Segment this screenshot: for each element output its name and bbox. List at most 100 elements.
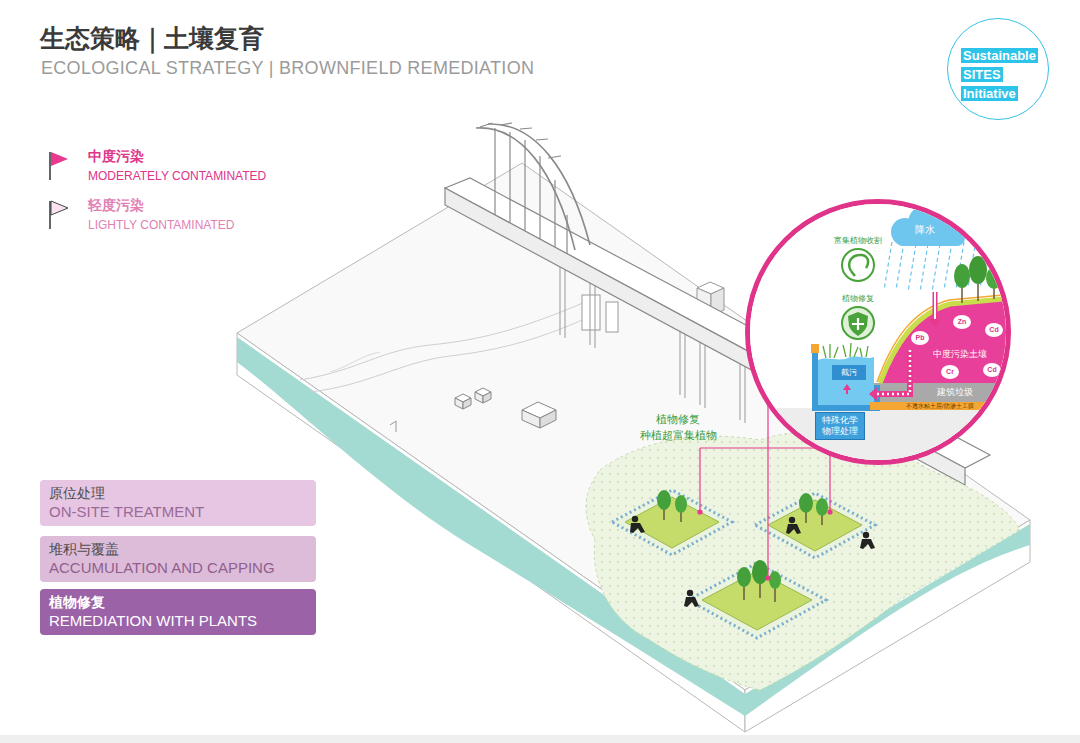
hill-shape bbox=[876, 350, 910, 394]
leader-line bbox=[699, 448, 700, 512]
pollutant-arrow bbox=[843, 384, 851, 394]
element-circle-text: Cd bbox=[983, 363, 1001, 377]
bridge-buildings bbox=[582, 295, 600, 330]
strategy-box: 原位处理ON-SITE TREATMENT bbox=[40, 480, 316, 526]
page-title: 生态策略｜土壤复育 bbox=[40, 22, 264, 55]
worker-figure bbox=[630, 516, 875, 607]
element-circle: Cr bbox=[941, 365, 959, 379]
retention-pool bbox=[818, 357, 874, 405]
arch-bridge bbox=[488, 124, 590, 245]
rain-cloud-text: 降水 bbox=[915, 223, 935, 237]
legend-text: 中度污染 bbox=[88, 148, 144, 166]
hill-shape bbox=[880, 298, 1011, 383]
planting-mound bbox=[625, 497, 719, 548]
strategy-box-text: ACCUMULATION AND CAPPING bbox=[49, 558, 307, 578]
rain bbox=[920, 244, 928, 292]
bridge-pillars bbox=[590, 283, 591, 345]
planting-area bbox=[586, 432, 1020, 690]
planting-mound bbox=[675, 495, 687, 513]
collection-pipe bbox=[815, 352, 877, 408]
callout-label: 种植超富集植物 bbox=[636, 428, 720, 443]
leader-line bbox=[698, 510, 702, 514]
planting-mound bbox=[657, 490, 671, 510]
bridge-pillars bbox=[595, 286, 596, 348]
element-circle-text: Cd bbox=[985, 323, 1003, 337]
legend-text-holder: 轻度污染 bbox=[88, 197, 144, 215]
remediation-icon bbox=[842, 307, 874, 339]
bridge-pillars bbox=[700, 342, 701, 405]
worker-figure bbox=[684, 597, 699, 607]
worker-figure bbox=[860, 539, 875, 549]
legend-flags bbox=[49, 152, 51, 180]
worker-figure bbox=[789, 517, 795, 523]
legend-english: LIGHTLY CONTAMINATED bbox=[88, 218, 234, 232]
hill-shape bbox=[934, 292, 936, 319]
element-circle: Cd bbox=[985, 323, 1003, 337]
pollutant-arrow bbox=[843, 384, 851, 390]
planting-mound bbox=[768, 500, 862, 551]
arch-bridge bbox=[536, 139, 548, 140]
icon-label-holder: 植物修复 bbox=[818, 293, 898, 304]
hill-shape bbox=[986, 267, 1002, 289]
harvest-icon bbox=[842, 249, 874, 281]
legend-text: 轻度污染 bbox=[88, 197, 144, 215]
bridge-buildings bbox=[606, 302, 618, 332]
site-slab bbox=[237, 333, 745, 732]
worker-figure bbox=[786, 524, 801, 534]
arch-bridge bbox=[509, 132, 510, 223]
worker-figure bbox=[632, 516, 638, 522]
magnifier-illustration bbox=[750, 408, 1006, 460]
planting-mound bbox=[612, 490, 732, 555]
treatment-box-text: 特殊化学 物理处理 bbox=[819, 415, 861, 437]
strategy-box-text: 堆积与覆盖 bbox=[49, 540, 307, 558]
hill-shape bbox=[880, 298, 1011, 383]
strategy-box: 植物修复REMEDIATION WITH PLANTS bbox=[40, 589, 316, 635]
strategy-box-text: 植物修复 bbox=[49, 593, 307, 611]
arch-bridge bbox=[480, 123, 492, 127]
remediation-icon bbox=[842, 307, 874, 339]
legend-flags bbox=[51, 201, 68, 215]
leader-line bbox=[828, 510, 832, 514]
ground-boxes bbox=[463, 398, 471, 409]
site-slab bbox=[300, 300, 590, 380]
harvest-icon bbox=[842, 249, 874, 281]
grass-tuft bbox=[823, 344, 838, 358]
bridge-pillars bbox=[705, 345, 706, 408]
strategy-box-text: ON-SITE TREATMENT bbox=[49, 502, 307, 522]
icon-label: 植物修复 bbox=[818, 293, 898, 304]
arch-bridge bbox=[494, 128, 495, 215]
arch-bridge bbox=[500, 123, 512, 125]
callout-label: 植物修复 bbox=[636, 412, 720, 427]
planting-mound bbox=[737, 567, 751, 587]
worker-figure bbox=[630, 523, 645, 533]
element-circle-text: Cr bbox=[941, 365, 959, 379]
ground-boxes bbox=[522, 410, 540, 428]
bridge-pillars bbox=[680, 331, 681, 395]
remediation-icon bbox=[848, 312, 868, 336]
arch-bridge bbox=[539, 156, 540, 239]
worker-figure bbox=[863, 532, 869, 538]
strategy-box: 堆积与覆盖ACCUMULATION AND CAPPING bbox=[40, 536, 316, 582]
icon-label: 富集植物收割 bbox=[818, 235, 898, 246]
debris-band: 建筑垃圾 bbox=[925, 383, 1011, 402]
arch-bridge bbox=[566, 215, 567, 254]
site-slab bbox=[237, 337, 745, 716]
bridge-pillars bbox=[745, 366, 746, 423]
grass-tuft bbox=[823, 343, 868, 358]
grass-tuft bbox=[860, 346, 868, 357]
harvest-icon bbox=[851, 271, 855, 276]
bridge-pillars bbox=[560, 267, 561, 335]
legend-flags bbox=[51, 152, 68, 166]
arch-bridge bbox=[524, 140, 525, 231]
ground-boxes bbox=[475, 392, 483, 403]
ground-boxes bbox=[455, 398, 463, 409]
strategy-box-text: REMEDIATION WITH PLANTS bbox=[49, 611, 307, 631]
hill-shape bbox=[876, 350, 910, 394]
hill-shape bbox=[969, 256, 987, 284]
site-slab bbox=[390, 421, 396, 432]
element-circle-text: Pb bbox=[911, 331, 929, 345]
planting-mound bbox=[752, 560, 768, 584]
callout-label-holder: 植物修复 bbox=[636, 412, 720, 427]
element-circle: Cd bbox=[983, 363, 1001, 377]
